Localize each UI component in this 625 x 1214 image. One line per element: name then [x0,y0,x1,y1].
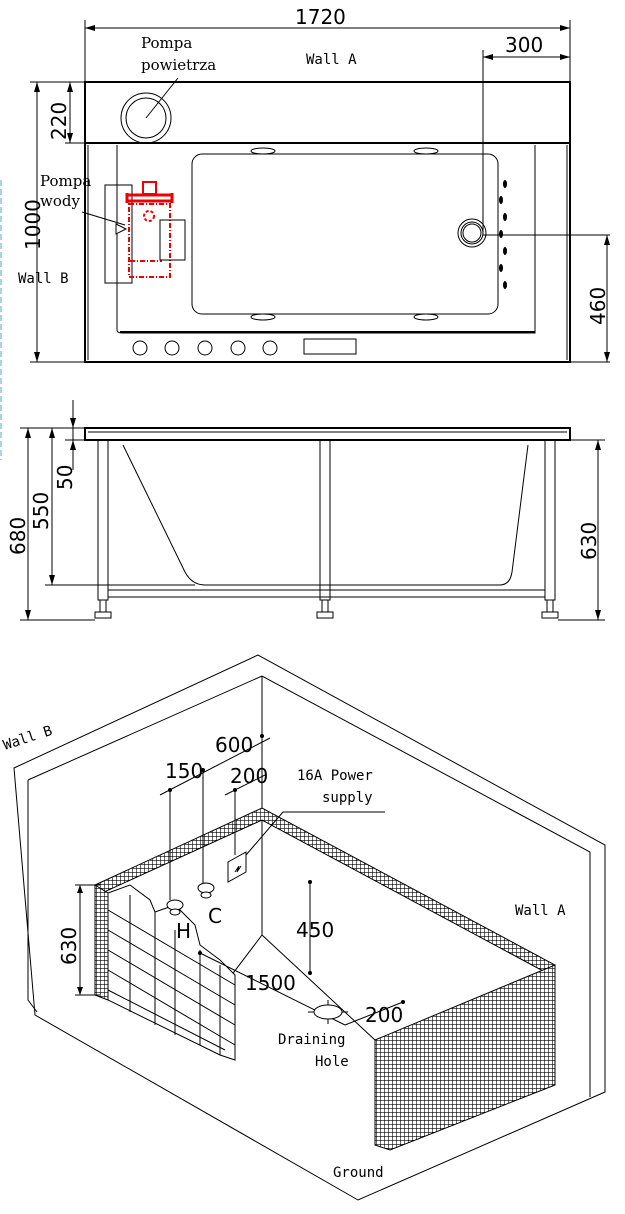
frame-height-dimension: 630 [577,522,601,560]
drain-icon [457,218,487,248]
depth-dimension: 1000 [21,199,45,250]
total-height-dimension: 680 [6,517,30,555]
air-pump-label: Pompa [141,34,192,52]
tub-height-dimension: 550 [29,492,53,530]
water-pump-label-2: wody [40,192,80,210]
width-dimension: 1720 [295,5,346,29]
air-pump-icon [120,92,172,144]
cold-tap-icon [197,882,215,899]
hot-label: H [176,919,191,943]
rim-height-dimension: 50 [53,465,77,490]
top-view: 1720 300 Pompa powietrza Wall A 1000 220… [18,5,610,363]
iso-wall-a-label: Wall A [515,903,566,919]
dim-150: 150 [165,759,203,783]
drain-hole-icon [308,1000,348,1024]
power-socket-icon [227,851,247,883]
water-pump-label: Pompa [40,172,91,190]
dim-200: 200 [365,1003,403,1027]
dim-1500: 1500 [245,971,296,995]
dim-630: 630 [57,927,81,965]
dim-200-top: 200 [230,764,268,788]
water-pump-icon [125,181,174,278]
wall-b-label: Wall B [18,271,69,287]
installation-view: Wall B Wall A Ground [1,654,606,1201]
dim-600: 600 [215,733,253,757]
dim-450: 450 [296,918,334,942]
air-pump-label-2: powietrza [141,56,216,74]
band-dimension: 220 [47,102,71,140]
wall-a-label: Wall A [306,52,357,68]
display-panel [303,338,357,355]
draining-hole-label-2: Hole [315,1054,349,1070]
ground-label: Ground [333,1165,384,1181]
jets [499,180,507,289]
hot-tap-icon [166,899,184,916]
side-view: 680 550 50 630 [6,400,605,621]
power-supply-label: 16A Power [297,768,373,784]
water-pump-box [104,184,133,284]
power-supply-label-2: supply [322,790,373,806]
draining-hole-label: Draining [278,1032,345,1048]
cold-label: C [208,904,222,928]
offset-dimension: 300 [505,33,543,57]
control-buttons [132,340,278,356]
brick-stack [107,884,236,1061]
iso-wall-b-label: Wall B [1,723,54,754]
drain-dimension: 460 [586,287,610,325]
